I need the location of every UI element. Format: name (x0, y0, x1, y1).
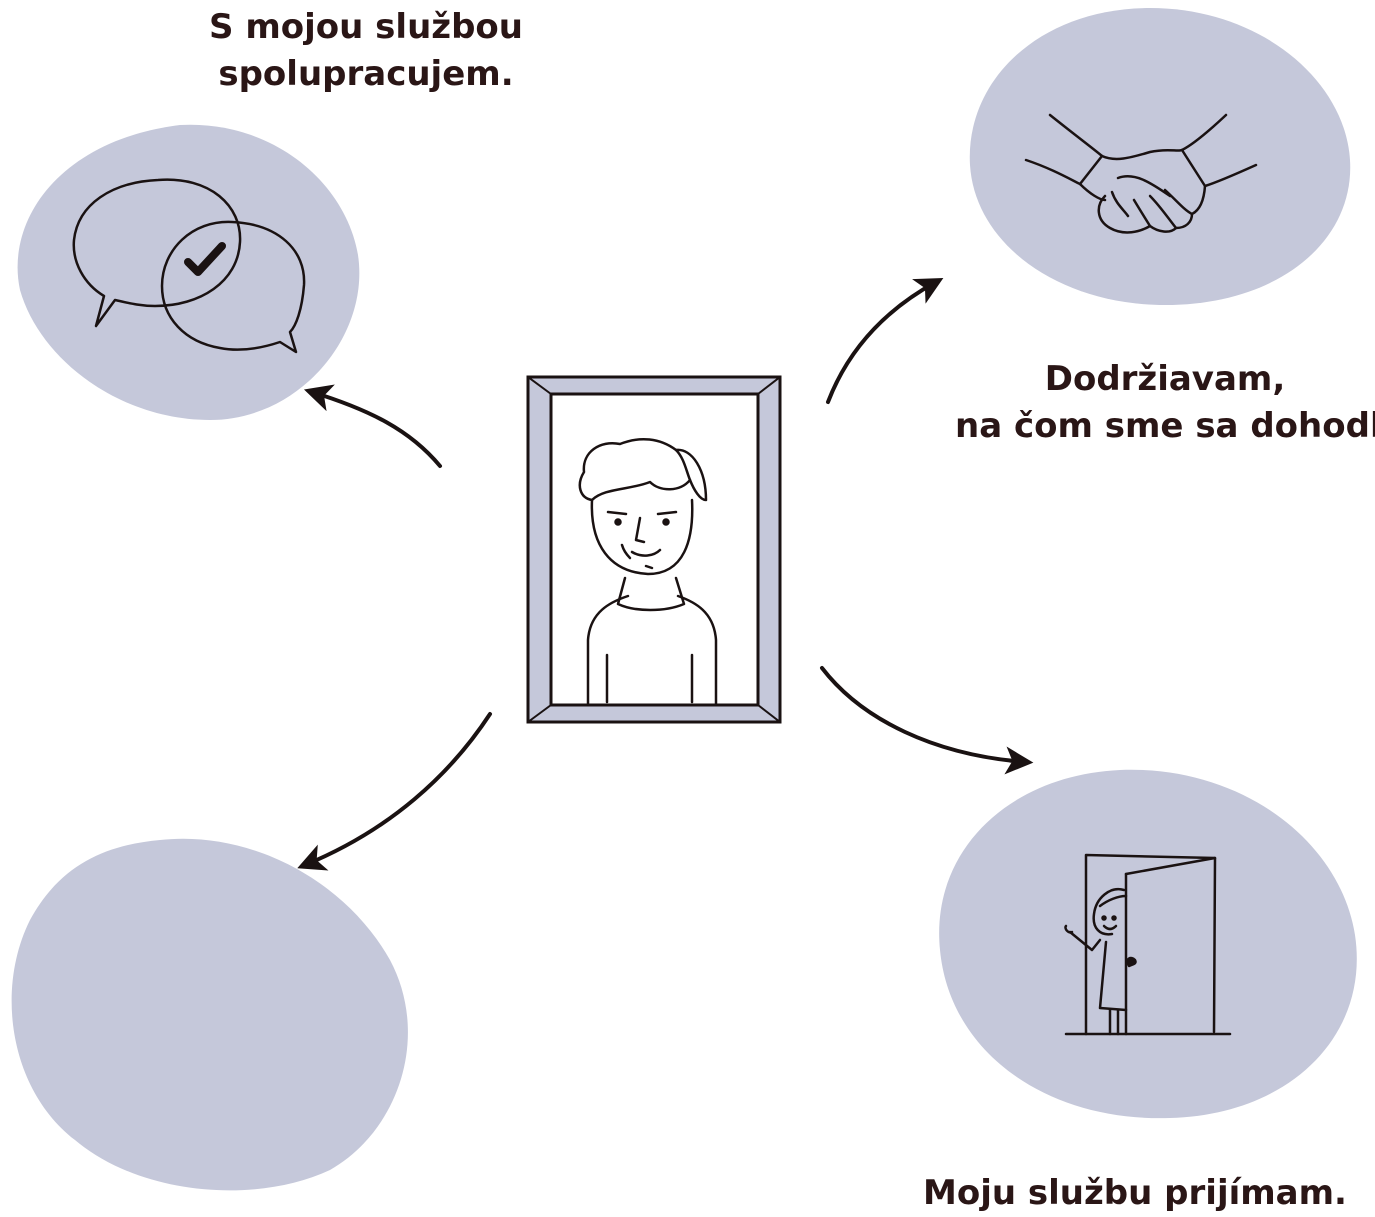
blob-bottom-right (939, 769, 1357, 1119)
label-top-left-line-2: spolupracujem. (218, 54, 514, 94)
label-top-right-line-2: na čom sme sa dohodli. (955, 406, 1375, 446)
label-top-left: S mojou službou spolupracujem. (186, 4, 546, 98)
person-portrait-icon (578, 437, 718, 706)
girl-opening-door-icon (1064, 853, 1232, 1036)
arrow-to-bottom-right (820, 666, 1034, 775)
blob-bottom-left (11, 838, 408, 1191)
arrow-to-top-right (826, 277, 944, 404)
speech-bubbles-checkmark-icon (72, 178, 306, 354)
label-bottom-right: Moju službu prijímam. (915, 1170, 1355, 1217)
portrait-frame (526, 375, 782, 724)
arrow-to-top-left (303, 384, 442, 468)
blob-top-right (969, 8, 1351, 305)
label-top-left-line-1: S mojou službou (209, 7, 523, 47)
label-top-right: Dodržiavam, na čom sme sa dohodli. (955, 356, 1375, 450)
blob-top-left (17, 124, 360, 421)
label-bottom-right-line-1: Moju službu prijímam. (923, 1173, 1347, 1213)
arrow-to-bottom-left (297, 712, 492, 871)
handshake-icon (1024, 113, 1258, 234)
label-top-right-line-1: Dodržiavam, (1044, 359, 1286, 399)
